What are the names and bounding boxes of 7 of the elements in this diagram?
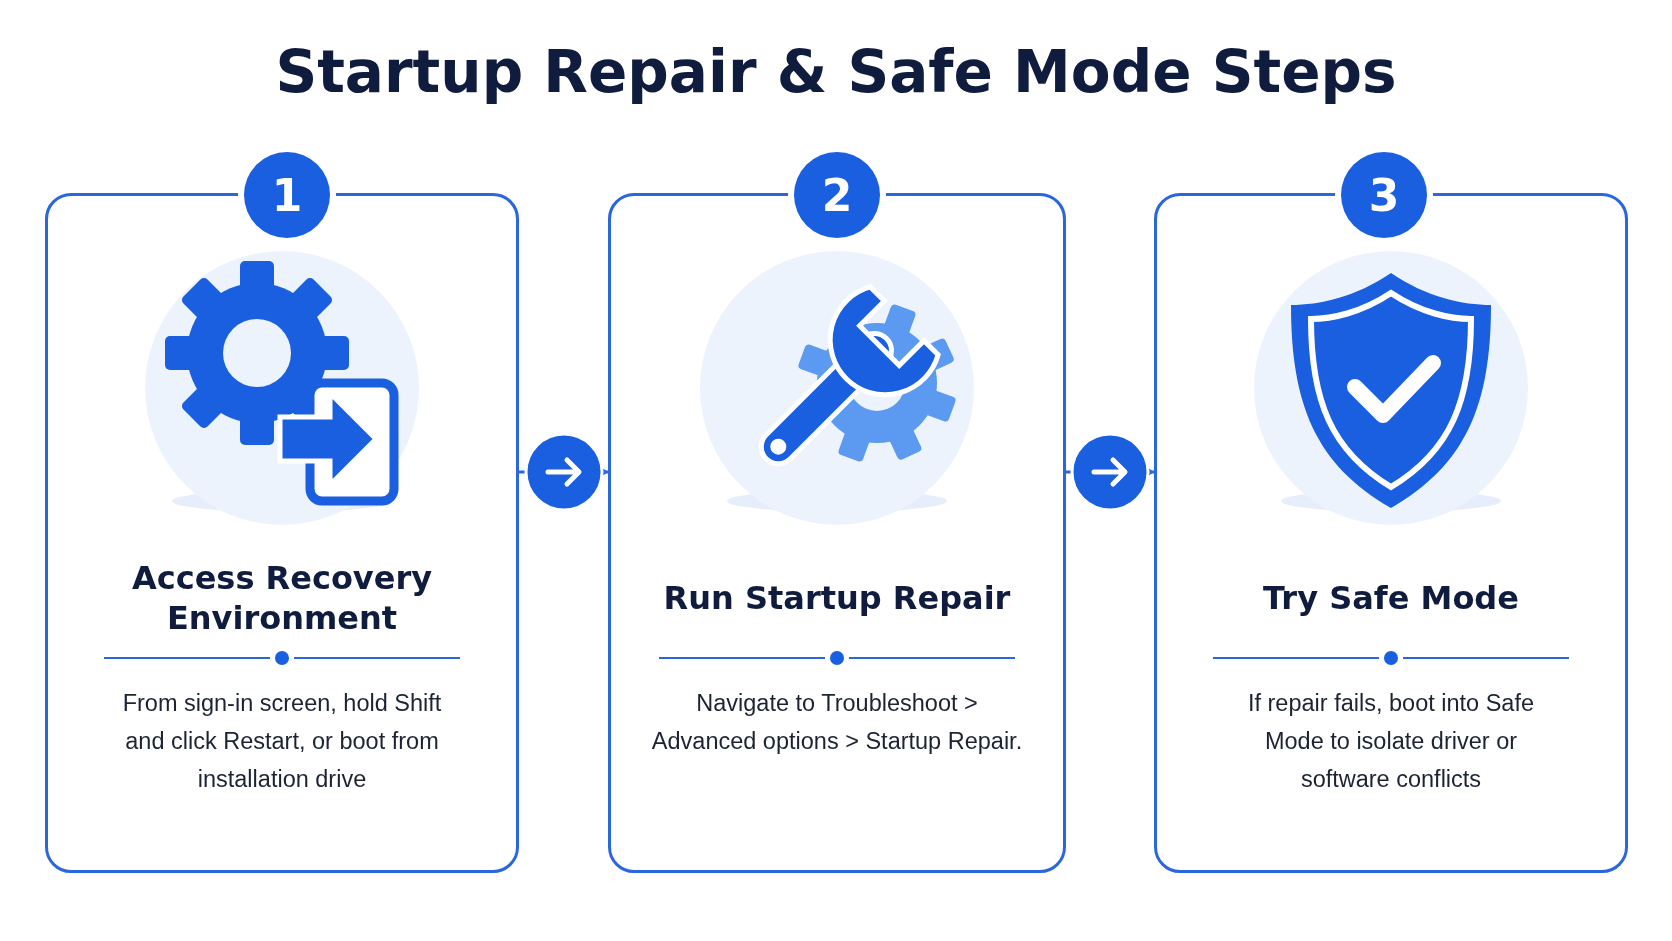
step-heading: Run Startup Repair [663, 578, 1011, 618]
step-description: Navigate to Troubleshoot > Advanced options > Startup Repair. [650, 689, 1024, 756]
step-description: If repair fails, boot into Safe Mode to isolate driver or software conflicts [1246, 689, 1536, 794]
step-description: From sign-in screen, hold Shift and click Restart, or boot from installation drive [121, 689, 443, 794]
step-heading: Try Safe Mode [1263, 578, 1519, 618]
step-heading: Access Recovery Environment [130, 558, 434, 638]
title: Startup Repair & Safe Mode Steps [275, 38, 1397, 106]
